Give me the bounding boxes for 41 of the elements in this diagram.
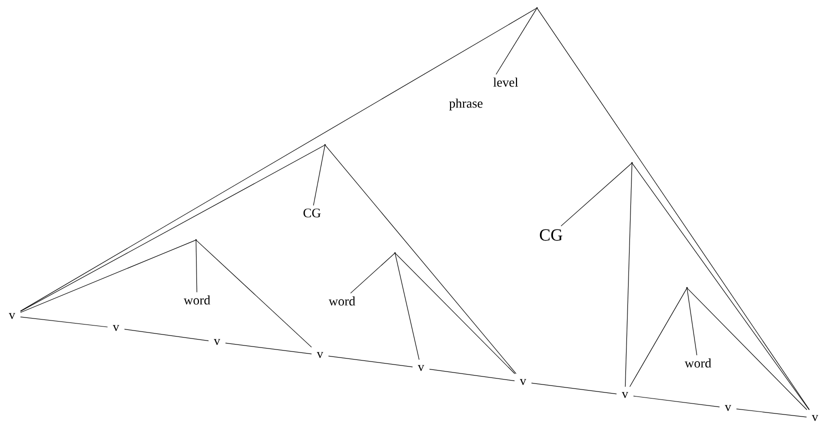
tree-label: word <box>328 296 356 306</box>
tree-branch <box>394 253 420 360</box>
tree-label: v <box>112 324 120 332</box>
leader-line <box>560 163 632 226</box>
tree-branch <box>624 163 632 388</box>
tree-branch <box>20 145 325 312</box>
leader-line <box>196 240 198 292</box>
tree-label: CG <box>304 208 321 218</box>
tree-label: v <box>520 378 526 386</box>
tree-branch <box>687 288 808 410</box>
leader-line <box>686 288 698 356</box>
tree-label: level phrase <box>449 78 518 110</box>
tree-label: word <box>184 295 210 305</box>
leader-line <box>350 253 395 294</box>
tree-branch <box>20 240 196 313</box>
tree-label: v <box>214 338 220 346</box>
leader-line <box>313 145 326 206</box>
tree-label: v <box>812 414 818 422</box>
link-line <box>736 408 807 418</box>
tree-label: v <box>418 364 424 372</box>
link-line <box>328 356 413 368</box>
tree-label: v <box>316 352 324 358</box>
link-line <box>633 396 720 408</box>
tree-label: v <box>8 312 16 320</box>
link-line <box>225 342 312 354</box>
tree-branch <box>629 288 687 388</box>
tree-branch <box>395 253 516 374</box>
tree-branch <box>20 8 537 312</box>
tree-label: v <box>724 404 732 412</box>
link-line <box>429 368 515 382</box>
tree-label: v <box>622 392 628 398</box>
link-line <box>531 382 617 394</box>
leader-line <box>496 8 537 75</box>
tree-label: word <box>684 358 712 368</box>
tree-branch <box>325 145 516 374</box>
tree-branch <box>632 163 810 410</box>
tree-label: CG <box>540 229 562 241</box>
link-line <box>20 316 108 328</box>
tree-branch <box>537 8 810 410</box>
link-line <box>124 328 209 342</box>
tree-branch <box>196 240 312 348</box>
